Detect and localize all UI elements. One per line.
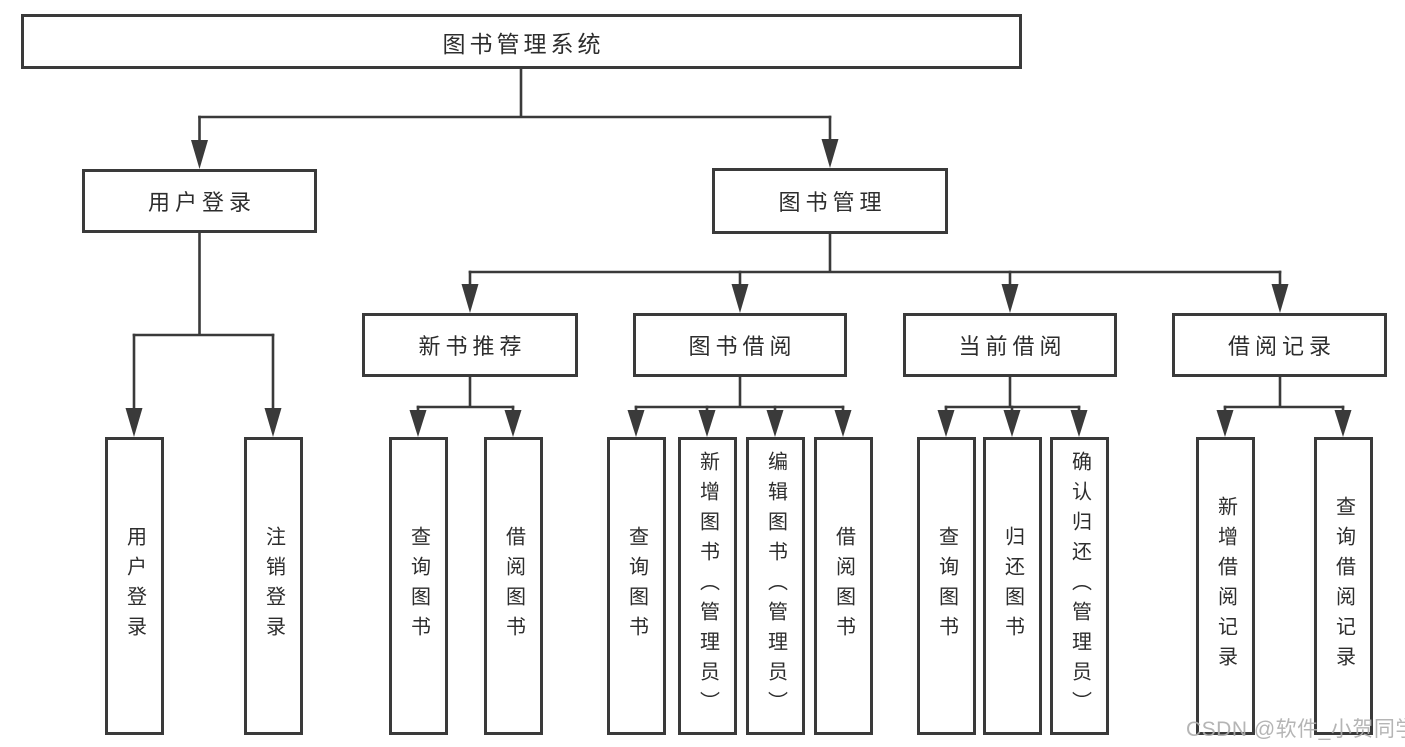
leaf-borrow-add-books-admin: 新增图书（管理员） [678, 437, 737, 735]
node-new-book-recommend: 新书推荐 [362, 313, 578, 377]
node-borrow-records: 借阅记录 [1172, 313, 1387, 377]
leaf-recommend-query-books: 查询图书 [389, 437, 448, 735]
node-root-label: 图书管理系统 [442, 30, 605, 57]
leaf-current-query-books-label: 查询图书 [935, 526, 958, 646]
leaf-borrow-add-books-admin-label: 新增图书（管理员） [696, 451, 719, 721]
leaf-borrow-query-books-label: 查询图书 [625, 526, 648, 646]
leaf-borrow-borrow-books-label: 借阅图书 [832, 526, 855, 646]
node-new-book-recommend-label: 新书推荐 [418, 334, 527, 359]
leaf-records-query-record-label: 查询借阅记录 [1332, 496, 1355, 676]
node-book-borrow-label: 图书借阅 [688, 334, 797, 359]
node-current-borrow: 当前借阅 [903, 313, 1117, 377]
edges-new-book-recommend [409, 375, 522, 437]
leaf-user-login-label: 用户登录 [123, 526, 146, 646]
leaf-user-login: 用户登录 [105, 437, 164, 735]
edges-book-management [461, 232, 1289, 313]
leaf-logout: 注销登录 [244, 437, 303, 735]
edges-current-borrow [937, 375, 1088, 437]
leaf-recommend-borrow-books-label: 借阅图书 [502, 526, 525, 646]
node-borrow-records-label: 借阅记录 [1227, 334, 1336, 359]
node-book-management: 图书管理 [712, 168, 948, 234]
csdn-watermark: CSDN @软件_小贺同学 [1186, 718, 1405, 741]
leaf-recommend-query-books-label: 查询图书 [407, 526, 430, 646]
leaf-borrow-edit-books-admin-label: 编辑图书（管理员） [764, 451, 787, 721]
node-book-borrow: 图书借阅 [633, 313, 847, 377]
leaf-current-confirm-return-admin-label: 确认归还（管理员） [1068, 451, 1091, 721]
edges-user-login [125, 231, 282, 437]
node-current-borrow-label: 当前借阅 [958, 334, 1067, 359]
leaf-logout-label: 注销登录 [262, 526, 285, 646]
leaf-current-query-books: 查询图书 [917, 437, 976, 735]
leaf-records-query-record: 查询借阅记录 [1314, 437, 1373, 735]
leaf-borrow-edit-books-admin: 编辑图书（管理员） [746, 437, 805, 735]
edges-root [191, 66, 839, 169]
leaf-current-confirm-return-admin: 确认归还（管理员） [1050, 437, 1109, 735]
leaf-records-add-record: 新增借阅记录 [1196, 437, 1255, 735]
edges-book-borrow [627, 375, 852, 437]
leaf-current-return-books-label: 归还图书 [1001, 526, 1024, 646]
edges-borrow-records [1216, 375, 1352, 437]
leaf-borrow-query-books: 查询图书 [607, 437, 666, 735]
node-user-login-label: 用户登录 [147, 190, 256, 215]
leaf-records-add-record-label: 新增借阅记录 [1214, 496, 1237, 676]
node-user-login: 用户登录 [82, 169, 317, 233]
leaf-borrow-borrow-books: 借阅图书 [814, 437, 873, 735]
node-root: 图书管理系统 [21, 14, 1022, 69]
leaf-current-return-books: 归还图书 [983, 437, 1042, 735]
leaf-recommend-borrow-books: 借阅图书 [484, 437, 543, 735]
node-book-management-label: 图书管理 [778, 190, 887, 215]
